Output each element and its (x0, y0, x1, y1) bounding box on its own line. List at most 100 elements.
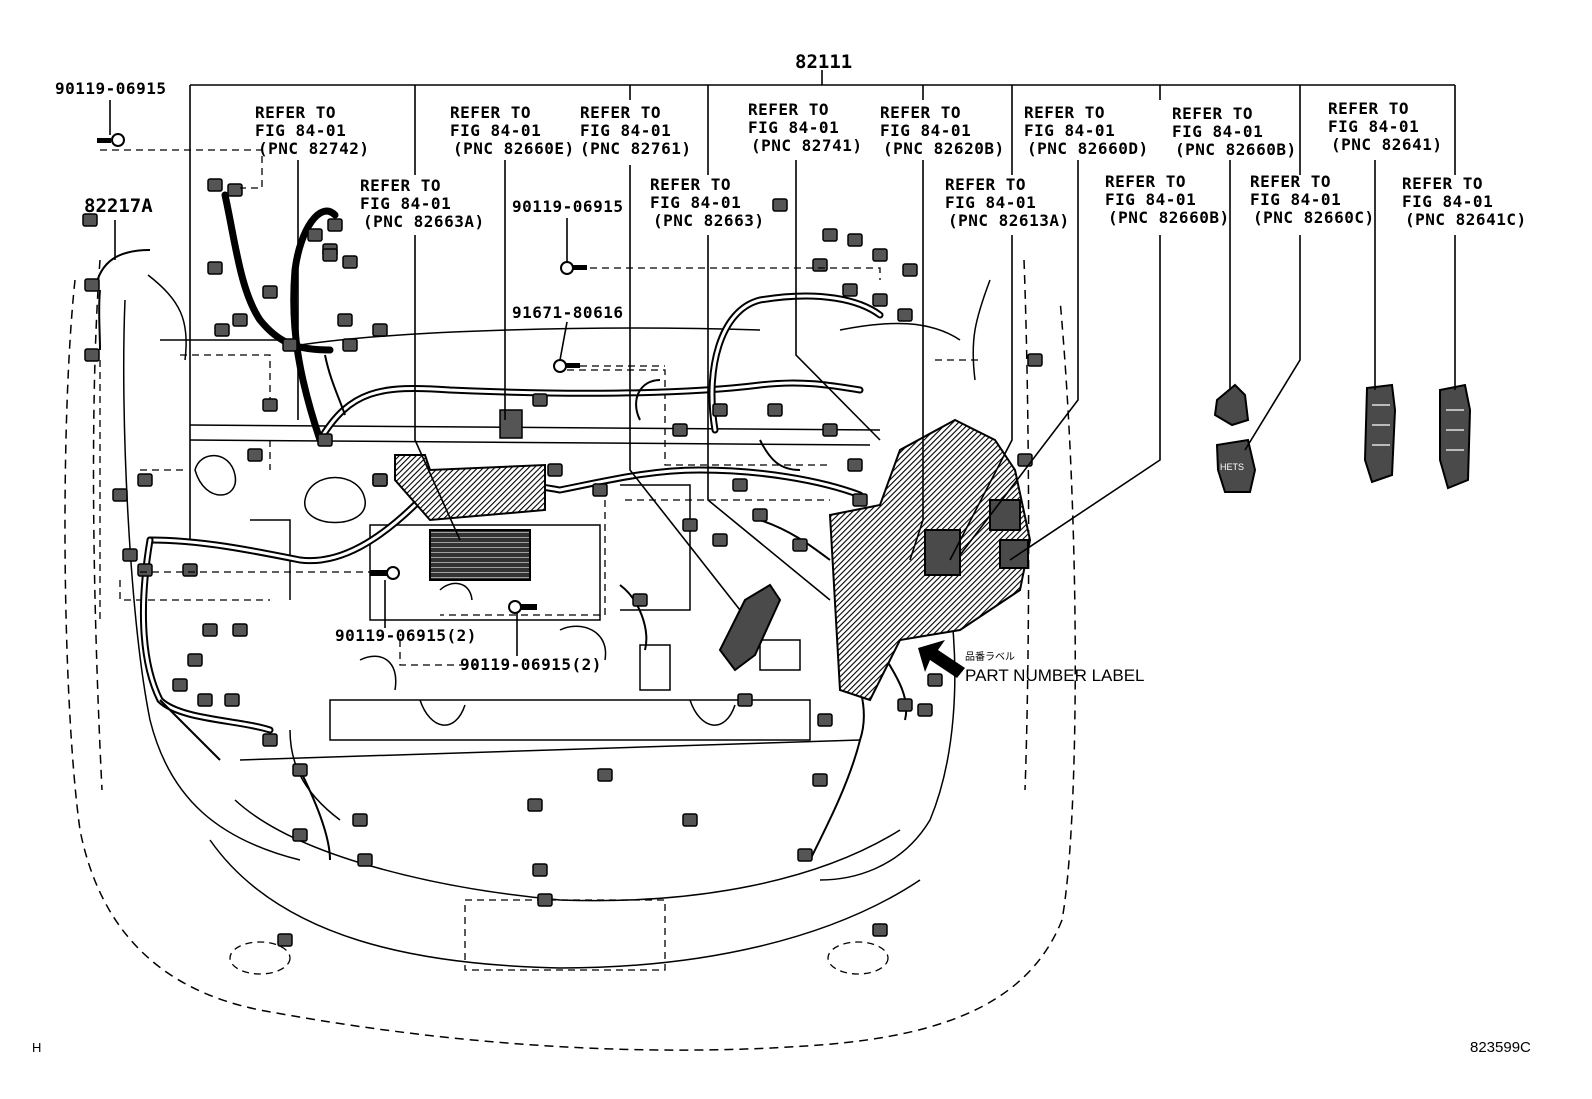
connector-plug (812, 773, 828, 787)
connector-plug (632, 593, 648, 607)
relay-block (394, 409, 546, 581)
connector-plug (902, 263, 918, 277)
svg-text:FIG 84-01: FIG 84-01 (1172, 122, 1263, 141)
svg-text:FIG 84-01: FIG 84-01 (1105, 190, 1196, 209)
svg-text:(PNC 82660B): (PNC 82660B) (1175, 140, 1297, 159)
connector-plug (262, 285, 278, 299)
connector-plug (307, 228, 323, 242)
svg-text:FIG 84-01: FIG 84-01 (945, 193, 1036, 212)
connector-plug (224, 693, 240, 707)
connector-plug (352, 813, 368, 827)
connector-plug (842, 283, 858, 297)
connector-plug (372, 323, 388, 337)
svg-text:REFER TO: REFER TO (1402, 174, 1483, 193)
bolt-icon (508, 600, 537, 614)
connector-plug (342, 338, 358, 352)
connector-plug (772, 198, 788, 212)
connector-plug (84, 348, 100, 362)
connector-plug (592, 483, 608, 497)
bolt-part-number: 90119-06915 (55, 79, 166, 98)
connector-plug (852, 493, 868, 507)
connector-plug (214, 323, 230, 337)
svg-text:REFER TO: REFER TO (255, 103, 336, 122)
svg-text:FIG 84-01: FIG 84-01 (450, 121, 541, 140)
connector-plug (817, 713, 833, 727)
svg-text:(PNC 82742): (PNC 82742) (258, 139, 369, 158)
connector-plug (292, 828, 308, 842)
svg-text:FIG 84-01: FIG 84-01 (880, 121, 971, 140)
connector-plug (317, 433, 333, 447)
connector-82660B (1213, 383, 1250, 427)
connector-plug (752, 508, 768, 522)
part-number-label-arrow-icon (918, 640, 965, 678)
corner-mark: H (32, 1040, 41, 1055)
connector-plug (897, 308, 913, 322)
connector-plug (232, 313, 248, 327)
connector-plug (672, 423, 688, 437)
svg-text:FIG 84-01: FIG 84-01 (650, 193, 741, 212)
connector-plug (277, 933, 293, 947)
callout-82663A: REFER TO FIG 84-01 (PNC 82663A) (360, 176, 484, 231)
connector-plug (292, 763, 308, 777)
diagram-id: 823599C (1470, 1039, 1531, 1056)
callout-82660B-lower: REFER TO FIG 84-01 (PNC 82660B) (1105, 172, 1230, 227)
connector-plug (872, 248, 888, 262)
connector-plug (767, 403, 783, 417)
connector-plug (112, 488, 128, 502)
main-part-number: 82111 (795, 51, 852, 73)
connector-plug (262, 733, 278, 747)
connector-plug (322, 248, 338, 262)
connector-plug (927, 673, 943, 687)
connector-plug (847, 458, 863, 472)
connector-plug (182, 563, 198, 577)
connector-plug (337, 313, 353, 327)
svg-text:(PNC 82641C): (PNC 82641C) (1405, 210, 1527, 229)
connector-plug (357, 853, 373, 867)
bolt-part-number-qty: 90119-06915(2) (335, 626, 477, 645)
svg-text:(PNC 82663): (PNC 82663) (653, 211, 764, 230)
part-82217A: 82217A (84, 195, 153, 217)
connector-plug (372, 473, 388, 487)
bolt-part-number-qty: 90119-06915(2) (460, 655, 602, 674)
svg-text:REFER TO: REFER TO (748, 100, 829, 119)
connector-plug (872, 293, 888, 307)
callout-82660D: REFER TO FIG 84-01 (PNC 82660D) (1024, 103, 1148, 158)
callout-82660B-upper: REFER TO FIG 84-01 (PNC 82660B) (1172, 104, 1297, 159)
svg-text:FIG 84-01: FIG 84-01 (1250, 190, 1341, 209)
callout-82641C: REFER TO FIG 84-01 (PNC 82641C) (1402, 174, 1527, 229)
callout-82613A: REFER TO FIG 84-01 (PNC 82613A) (945, 175, 1069, 230)
connector-plug (597, 768, 613, 782)
connector-plug (532, 393, 548, 407)
connector-plug (792, 538, 808, 552)
connector-82641C (1439, 383, 1472, 490)
clip-part-number: 91671-80616 (512, 303, 623, 322)
svg-text:FIG 84-01: FIG 84-01 (748, 118, 839, 137)
connector-plug (822, 423, 838, 437)
connector-plug (797, 848, 813, 862)
connector-plug (342, 255, 358, 269)
connector-plug (227, 183, 243, 197)
connector-plug (847, 233, 863, 247)
svg-text:(PNC 82660B): (PNC 82660B) (1108, 208, 1230, 227)
connector-plug (897, 698, 913, 712)
connector-plug (202, 623, 218, 637)
connector-plug (547, 463, 563, 477)
bolt-part-number: 90119-06915 (512, 197, 623, 216)
svg-text:FIG 84-01: FIG 84-01 (255, 121, 346, 140)
svg-text:(PNC 82660C): (PNC 82660C) (1253, 208, 1375, 227)
clip-icon (553, 359, 580, 373)
bolt-icon (560, 261, 587, 275)
connector-plug (122, 548, 138, 562)
connector-plug (137, 563, 153, 577)
callout-82641: REFER TO FIG 84-01 (PNC 82641) (1328, 99, 1442, 154)
connector-plug (172, 678, 188, 692)
svg-text:REFER TO: REFER TO (1024, 103, 1105, 122)
connector-plug (527, 798, 543, 812)
leader-lines (100, 70, 1456, 656)
svg-text:(PNC 82641): (PNC 82641) (1331, 135, 1442, 154)
connector-plug (207, 178, 223, 192)
svg-text:REFER TO: REFER TO (1328, 99, 1409, 118)
connector-plug (712, 533, 728, 547)
connector-plug (282, 338, 298, 352)
